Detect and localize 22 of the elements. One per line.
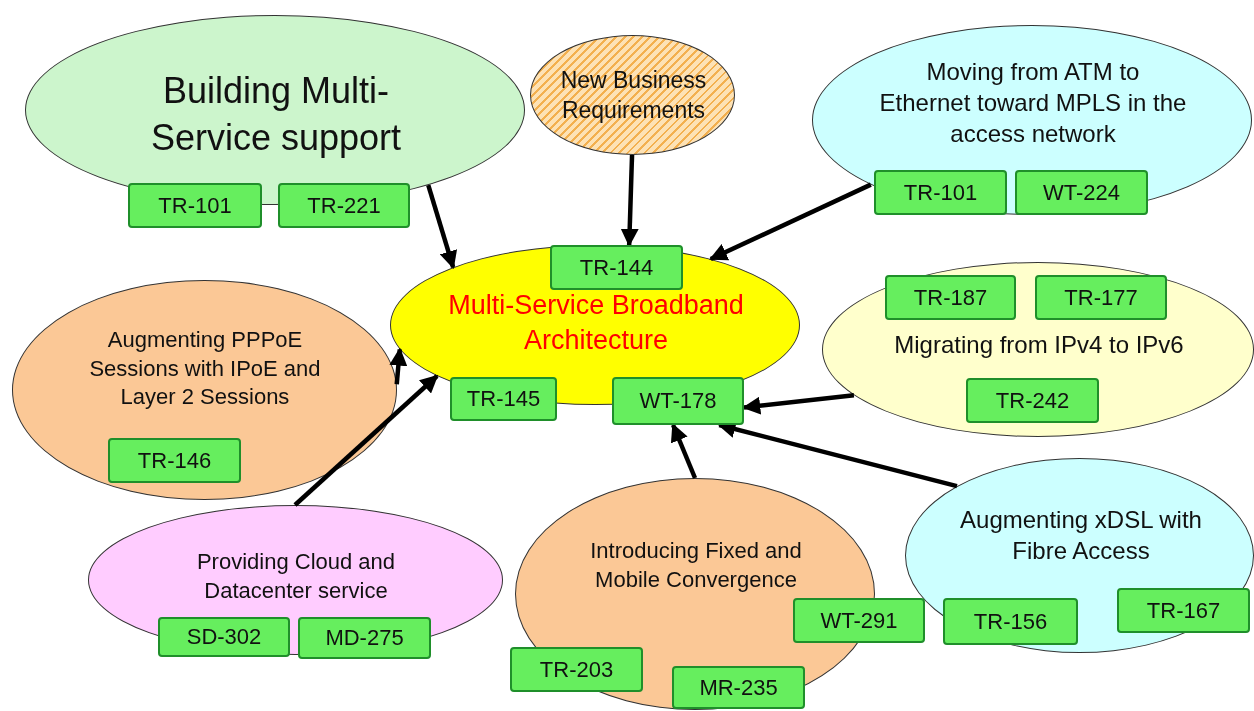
node-text: Building Multi-Service support — [149, 69, 403, 160]
document-tag: TR-242 — [966, 378, 1099, 423]
node-text: Augmenting xDSL with Fibre Access — [959, 505, 1203, 567]
document-tag: TR-221 — [278, 183, 410, 228]
document-tag: WT-178 — [612, 377, 744, 425]
node-text: Augmenting PPPoE Sessions with IPoE and Layer 2 Sessions — [88, 326, 322, 412]
node-text: Introducing Fixed and Mobile Convergence — [589, 537, 803, 594]
node-text: Moving from ATM to Ethernet toward MPLS in the access network — [878, 57, 1188, 150]
arrow — [742, 393, 855, 415]
arrow — [709, 182, 872, 261]
document-tag: TR-145 — [450, 377, 557, 421]
node-text: Providing Cloud and Datacenter service — [195, 548, 397, 605]
node-text: New Business Requirements — [559, 66, 708, 125]
document-tag: TR-146 — [108, 438, 241, 483]
document-tag: WT-291 — [793, 598, 925, 643]
arrow — [620, 154, 639, 247]
arrow — [426, 184, 458, 269]
node-text: Multi-Service Broadband Architecture — [447, 289, 745, 358]
arrow — [670, 423, 698, 479]
node-text: Migrating from IPv4 to IPv6 — [893, 330, 1185, 360]
document-tag: TR-101 — [128, 183, 262, 228]
arrow — [389, 347, 408, 385]
